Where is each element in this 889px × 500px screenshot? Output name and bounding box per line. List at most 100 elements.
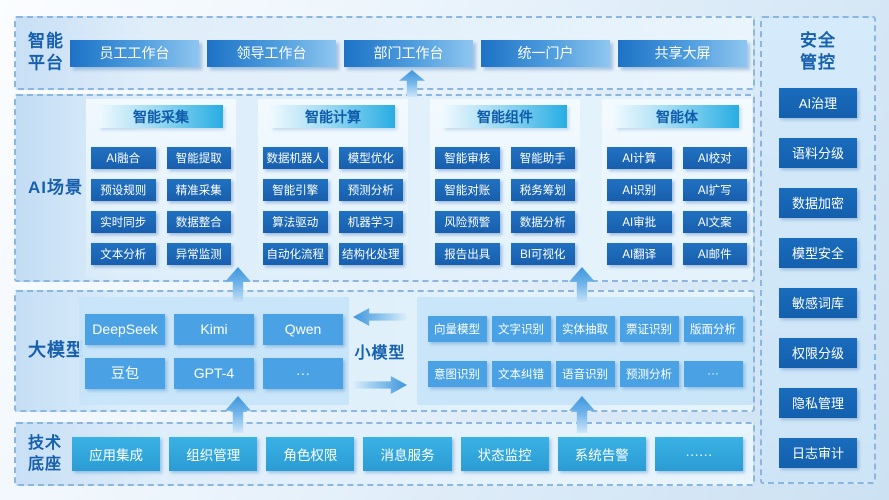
security-item: 日志审计 — [779, 437, 857, 468]
platform-item: 员工工作台 — [70, 39, 199, 67]
scene-capability-item: 智能助手 — [510, 147, 575, 169]
big-model-panel: DeepSeek Kimi Qwen 豆包 GPT-4 ··· — [79, 297, 349, 405]
scene-capability-item: 预设规则 — [91, 179, 156, 201]
flow-right-arrow-icon — [353, 376, 407, 394]
tech-base-item: ······ — [654, 437, 743, 471]
models-section-label: 大模型 — [28, 340, 85, 361]
big-model-item: Qwen — [263, 313, 343, 345]
scene-column-agents: 智能体 AI计算 AI校对 AI识别 AI扩写 AI审批 AI文案 AI翻译 AI邮件 — [602, 99, 752, 277]
big-model-item: GPT-4 — [174, 357, 254, 389]
platform-item: 部门工作台 — [344, 39, 473, 67]
security-item: 语料分级 — [779, 137, 857, 168]
tech-base-item: 组织管理 — [169, 437, 258, 471]
small-model-item: 向量模型 — [427, 315, 487, 342]
security-item-list: AI治理语料分级数据加密模型安全敏感词库权限分级隐私管理日志审计 — [762, 87, 874, 468]
tech-base-section-label: 技术 底座 — [28, 434, 63, 473]
security-item: 权限分级 — [779, 337, 857, 368]
big-model-item: DeepSeek — [85, 313, 165, 345]
model-connector: 小模型 — [352, 297, 408, 405]
scene-capability-item: 智能审核 — [435, 147, 500, 169]
scene-capability-item: 预测分析 — [338, 179, 403, 201]
scene-item-grid: 智能审核智能助手智能对账税务筹划风险预警数据分析报告出具 BI可视化 — [435, 147, 575, 265]
tech-base-item: 系统告警 — [557, 437, 646, 471]
scene-capability-item: 风险预警 — [435, 211, 500, 233]
scene-capability-item: AI校对 — [682, 147, 747, 169]
scene-capability-item: 精准采集 — [166, 179, 231, 201]
scene-item-grid: AI计算 AI校对 AI识别 AI扩写 AI审批 AI文案 AI翻译 AI邮件 — [607, 147, 747, 265]
scene-capability-item: AI融合 — [91, 147, 156, 169]
small-model-item: 预测分析 — [619, 360, 679, 387]
security-item: 隐私管理 — [779, 387, 857, 418]
scene-capability-item: 模型优化 — [338, 147, 403, 169]
platform-item: 共享大屏 — [618, 39, 747, 67]
small-model-panel: 向量模型文字识别实体抽取票证识别版面分析意图识别文本纠错语音识别预测分析··· — [417, 297, 753, 405]
security-section-title: 安全 管控 — [800, 31, 836, 73]
security-item: 数据加密 — [779, 187, 857, 218]
small-model-item: 票证识别 — [619, 315, 679, 342]
tech-base-item: 应用集成 — [72, 437, 161, 471]
small-model-item: ··· — [683, 360, 743, 387]
scene-capability-item: AI计算 — [607, 147, 672, 169]
scene-column-components: 智能组件 智能审核智能助手智能对账税务筹划风险预警数据分析报告出具 BI可视化 — [430, 99, 580, 277]
small-model-item: 意图识别 — [427, 360, 487, 387]
scene-capability-item: 报告出具 — [435, 243, 500, 265]
scene-capability-item: 智能引擎 — [263, 179, 328, 201]
scene-group-header: 智能采集 — [99, 105, 223, 128]
security-section: 安全 管控 AI治理语料分级数据加密模型安全敏感词库权限分级隐私管理日志审计 — [760, 16, 876, 484]
scene-capability-item: BI可视化 — [510, 243, 575, 265]
scene-capability-item: AI文案 — [682, 211, 747, 233]
scene-capability-item: AI识别 — [607, 179, 672, 201]
scene-capability-item: AI审批 — [607, 211, 672, 233]
big-model-item: Kimi — [174, 313, 254, 345]
scene-capability-item: 机器学习 — [338, 211, 403, 233]
scene-group-header: 智能组件 — [443, 105, 567, 128]
scene-columns: 智能采集 AI融合智能提取预设规则精准采集实时同步数据整合文本分析异常监测 智能… — [86, 99, 752, 277]
scene-capability-item: 智能提取 — [166, 147, 231, 169]
security-item: 敏感词库 — [779, 287, 857, 318]
small-model-item: 实体抽取 — [555, 315, 615, 342]
platform-section: 智能 平台 员工工作台领导工作台部门工作台统一门户共享大屏 — [14, 16, 755, 90]
security-item: 模型安全 — [779, 237, 857, 268]
scene-item-grid: AI融合智能提取预设规则精准采集实时同步数据整合文本分析异常监测 — [91, 147, 231, 265]
tech-base-item: 状态监控 — [460, 437, 549, 471]
scene-capability-item: AI扩写 — [682, 179, 747, 201]
big-model-item: ··· — [263, 357, 343, 389]
platform-section-label: 智能 平台 — [28, 31, 64, 73]
scene-capability-item: 算法驱动 — [263, 211, 328, 233]
scene-group-header: 智能计算 — [271, 105, 395, 128]
security-item: AI治理 — [779, 87, 857, 118]
tech-base-section: 技术 底座 应用集成组织管理角色权限消息服务状态监控系统告警······ — [14, 422, 755, 486]
big-model-item: 豆包 — [85, 357, 165, 389]
scene-capability-item: AI邮件 — [682, 243, 747, 265]
scene-capability-item: 税务筹划 — [510, 179, 575, 201]
scene-capability-item: 数据机器人 — [263, 147, 328, 169]
tech-base-item: 消息服务 — [363, 437, 452, 471]
scene-capability-item: 自动化流程 — [263, 243, 328, 265]
scene-group-header: 智能体 — [615, 105, 739, 128]
small-model-item: 语音识别 — [555, 360, 615, 387]
scene-capability-item: 结构化处理 — [338, 243, 403, 265]
scene-item-grid: 数据机器人模型优化智能引擎预测分析算法驱动机器学习自动化流程结构化处理 — [263, 147, 403, 265]
ai-scenes-section-label: AI场景 — [28, 177, 83, 197]
scene-column-compute: 智能计算 数据机器人模型优化智能引擎预测分析算法驱动机器学习自动化流程结构化处理 — [258, 99, 408, 277]
tech-base-item: 角色权限 — [266, 437, 355, 471]
models-section: 大模型 DeepSeek Kimi Qwen 豆包 GPT-4 ··· 小模型 向量模型文… — [14, 290, 755, 412]
scene-capability-item: 智能对账 — [435, 179, 500, 201]
scene-capability-item: 数据整合 — [166, 211, 231, 233]
scene-capability-item: 数据分析 — [510, 211, 575, 233]
scene-capability-item: 实时同步 — [91, 211, 156, 233]
platform-item: 领导工作台 — [207, 39, 336, 67]
platform-item-list: 员工工作台领导工作台部门工作台统一门户共享大屏 — [70, 18, 747, 88]
small-model-item: 版面分析 — [683, 315, 743, 342]
tech-base-item-list: 应用集成组织管理角色权限消息服务状态监控系统告警······ — [72, 424, 743, 484]
scene-column-collect: 智能采集 AI融合智能提取预设规则精准采集实时同步数据整合文本分析异常监测 — [86, 99, 236, 277]
flow-left-arrow-icon — [353, 308, 407, 326]
scene-capability-item: 异常监测 — [166, 243, 231, 265]
small-models-label: 小模型 — [354, 345, 406, 362]
small-model-item: 文本纠错 — [491, 360, 551, 387]
scene-capability-item: AI翻译 — [607, 243, 672, 265]
small-model-item: 文字识别 — [491, 315, 551, 342]
scene-capability-item: 文本分析 — [91, 243, 156, 265]
ai-scenes-section: AI场景 智能采集 AI融合智能提取预设规则精准采集实时同步数据整合文本分析异常… — [14, 94, 755, 282]
